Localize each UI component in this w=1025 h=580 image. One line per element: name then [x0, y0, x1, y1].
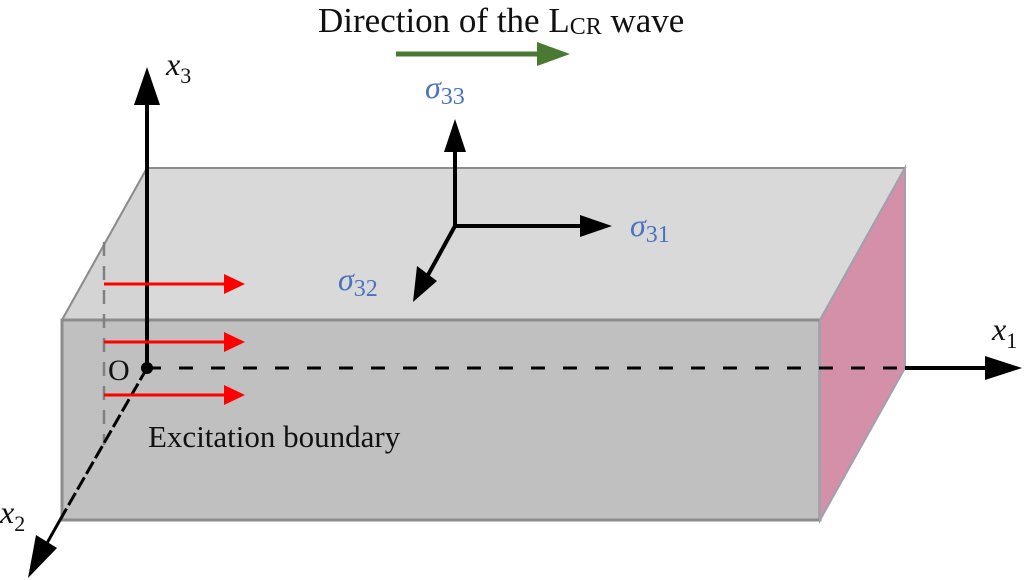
excitation-arrow-icon — [224, 332, 245, 352]
block-end-face — [819, 164, 906, 524]
x3-arrowhead-icon — [134, 67, 160, 105]
x1-axis — [147, 356, 1022, 380]
x2-label: x2 — [0, 494, 25, 536]
x1-label: x1 — [991, 311, 1017, 353]
origin-point — [141, 362, 153, 374]
sigma31-arrowhead-icon — [580, 215, 612, 237]
wave-direction-arrow — [396, 42, 570, 66]
sigma33-label: σ33 — [425, 69, 465, 110]
x1-arrowhead-icon — [985, 356, 1022, 380]
stress-triad — [413, 119, 612, 302]
origin-label: O — [108, 354, 130, 387]
excitation-arrow-icon — [224, 274, 245, 294]
x2-arrowhead-icon — [28, 535, 57, 578]
block-front-face — [60, 318, 822, 522]
wave-arrowhead-icon — [537, 42, 570, 66]
excitation-arrow-icon — [224, 385, 245, 405]
x2-axis — [28, 367, 149, 578]
block — [60, 164, 907, 524]
x3-axis — [134, 67, 160, 368]
excitation-arrows — [104, 274, 245, 405]
block-top-face — [60, 167, 907, 321]
diagram-title: Direction of the LCR wave — [318, 1, 684, 40]
x3-label: x3 — [165, 46, 191, 88]
sigma33-arrowhead-icon — [444, 119, 466, 152]
excitation-boundary-label: Excitation boundary — [148, 419, 401, 454]
sigma32-label: σ32 — [338, 261, 378, 302]
sigma31-label: σ31 — [630, 207, 670, 248]
sigma32-arrowhead-icon — [413, 266, 437, 302]
